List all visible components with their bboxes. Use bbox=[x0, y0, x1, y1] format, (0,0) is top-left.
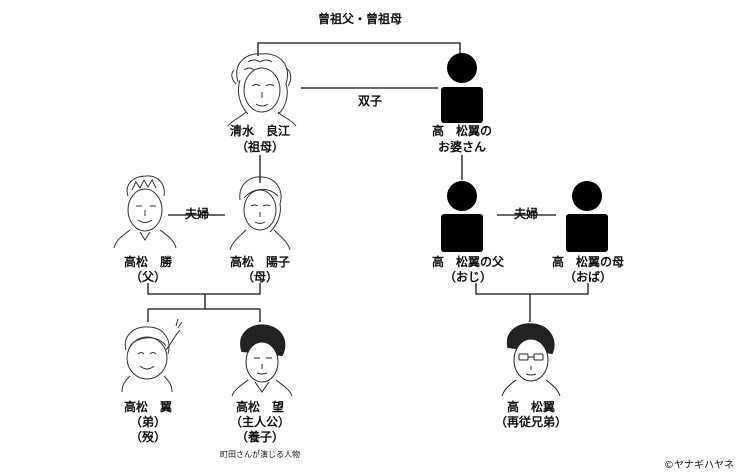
shimizu-role: （祖母） bbox=[235, 140, 285, 154]
tsubasa-brother-note: （歿） bbox=[129, 430, 167, 444]
aunt-role: （おば） bbox=[563, 270, 613, 284]
nozomu-role: （主人公） bbox=[229, 415, 291, 429]
silhouette-uncle bbox=[441, 181, 483, 252]
silhouette-aunt bbox=[566, 181, 608, 252]
tsubasa-brother-name: 高松 翼 bbox=[123, 400, 173, 414]
shimizu-name: 清水 良江 bbox=[229, 124, 291, 138]
twins-label: 双子 bbox=[357, 94, 383, 108]
uncle-name: 高 松翼の父 bbox=[431, 255, 505, 269]
tsubasa-brother-role: （弟） bbox=[129, 415, 167, 429]
tsubasa-cousin-name: 高 松翼 bbox=[506, 400, 556, 414]
uncle-role: （おじ） bbox=[443, 270, 493, 284]
nozomu-caption: 町田さんが演じる人物 bbox=[220, 450, 300, 459]
silhouette-grandma-right bbox=[441, 53, 483, 123]
shimizu-portrait bbox=[227, 53, 297, 127]
connector-lines bbox=[147, 42, 589, 322]
aunt-name: 高 松翼の母 bbox=[551, 255, 625, 269]
tsubasa-cousin-portrait bbox=[501, 323, 561, 397]
great-grandparents-label: 曾祖父・曾祖母 bbox=[317, 12, 403, 26]
couple-left-label: 夫婦 bbox=[184, 207, 210, 221]
grandma-right-name: 高 松翼の bbox=[431, 124, 493, 138]
grandma-right-role: お婆さん bbox=[437, 140, 487, 154]
tsubasa-brother-portrait bbox=[121, 318, 183, 393]
credit-text: ©ヤナギハヤネ bbox=[664, 460, 734, 471]
tsubasa-cousin-role: （再従兄弟） bbox=[494, 415, 568, 429]
yoko-portrait bbox=[229, 176, 291, 251]
masaru-role: （父） bbox=[129, 270, 167, 284]
masaru-name: 高松 勝 bbox=[123, 255, 173, 269]
yoko-name: 高松 陽子 bbox=[229, 255, 291, 269]
nozomu-portrait bbox=[231, 324, 293, 397]
couple-right-label: 夫婦 bbox=[513, 207, 539, 221]
masaru-portrait bbox=[113, 175, 177, 249]
nozomu-name: 高松 望 bbox=[235, 400, 285, 414]
nozomu-note: （養子） bbox=[235, 430, 285, 444]
yoko-role: （母） bbox=[241, 270, 279, 284]
